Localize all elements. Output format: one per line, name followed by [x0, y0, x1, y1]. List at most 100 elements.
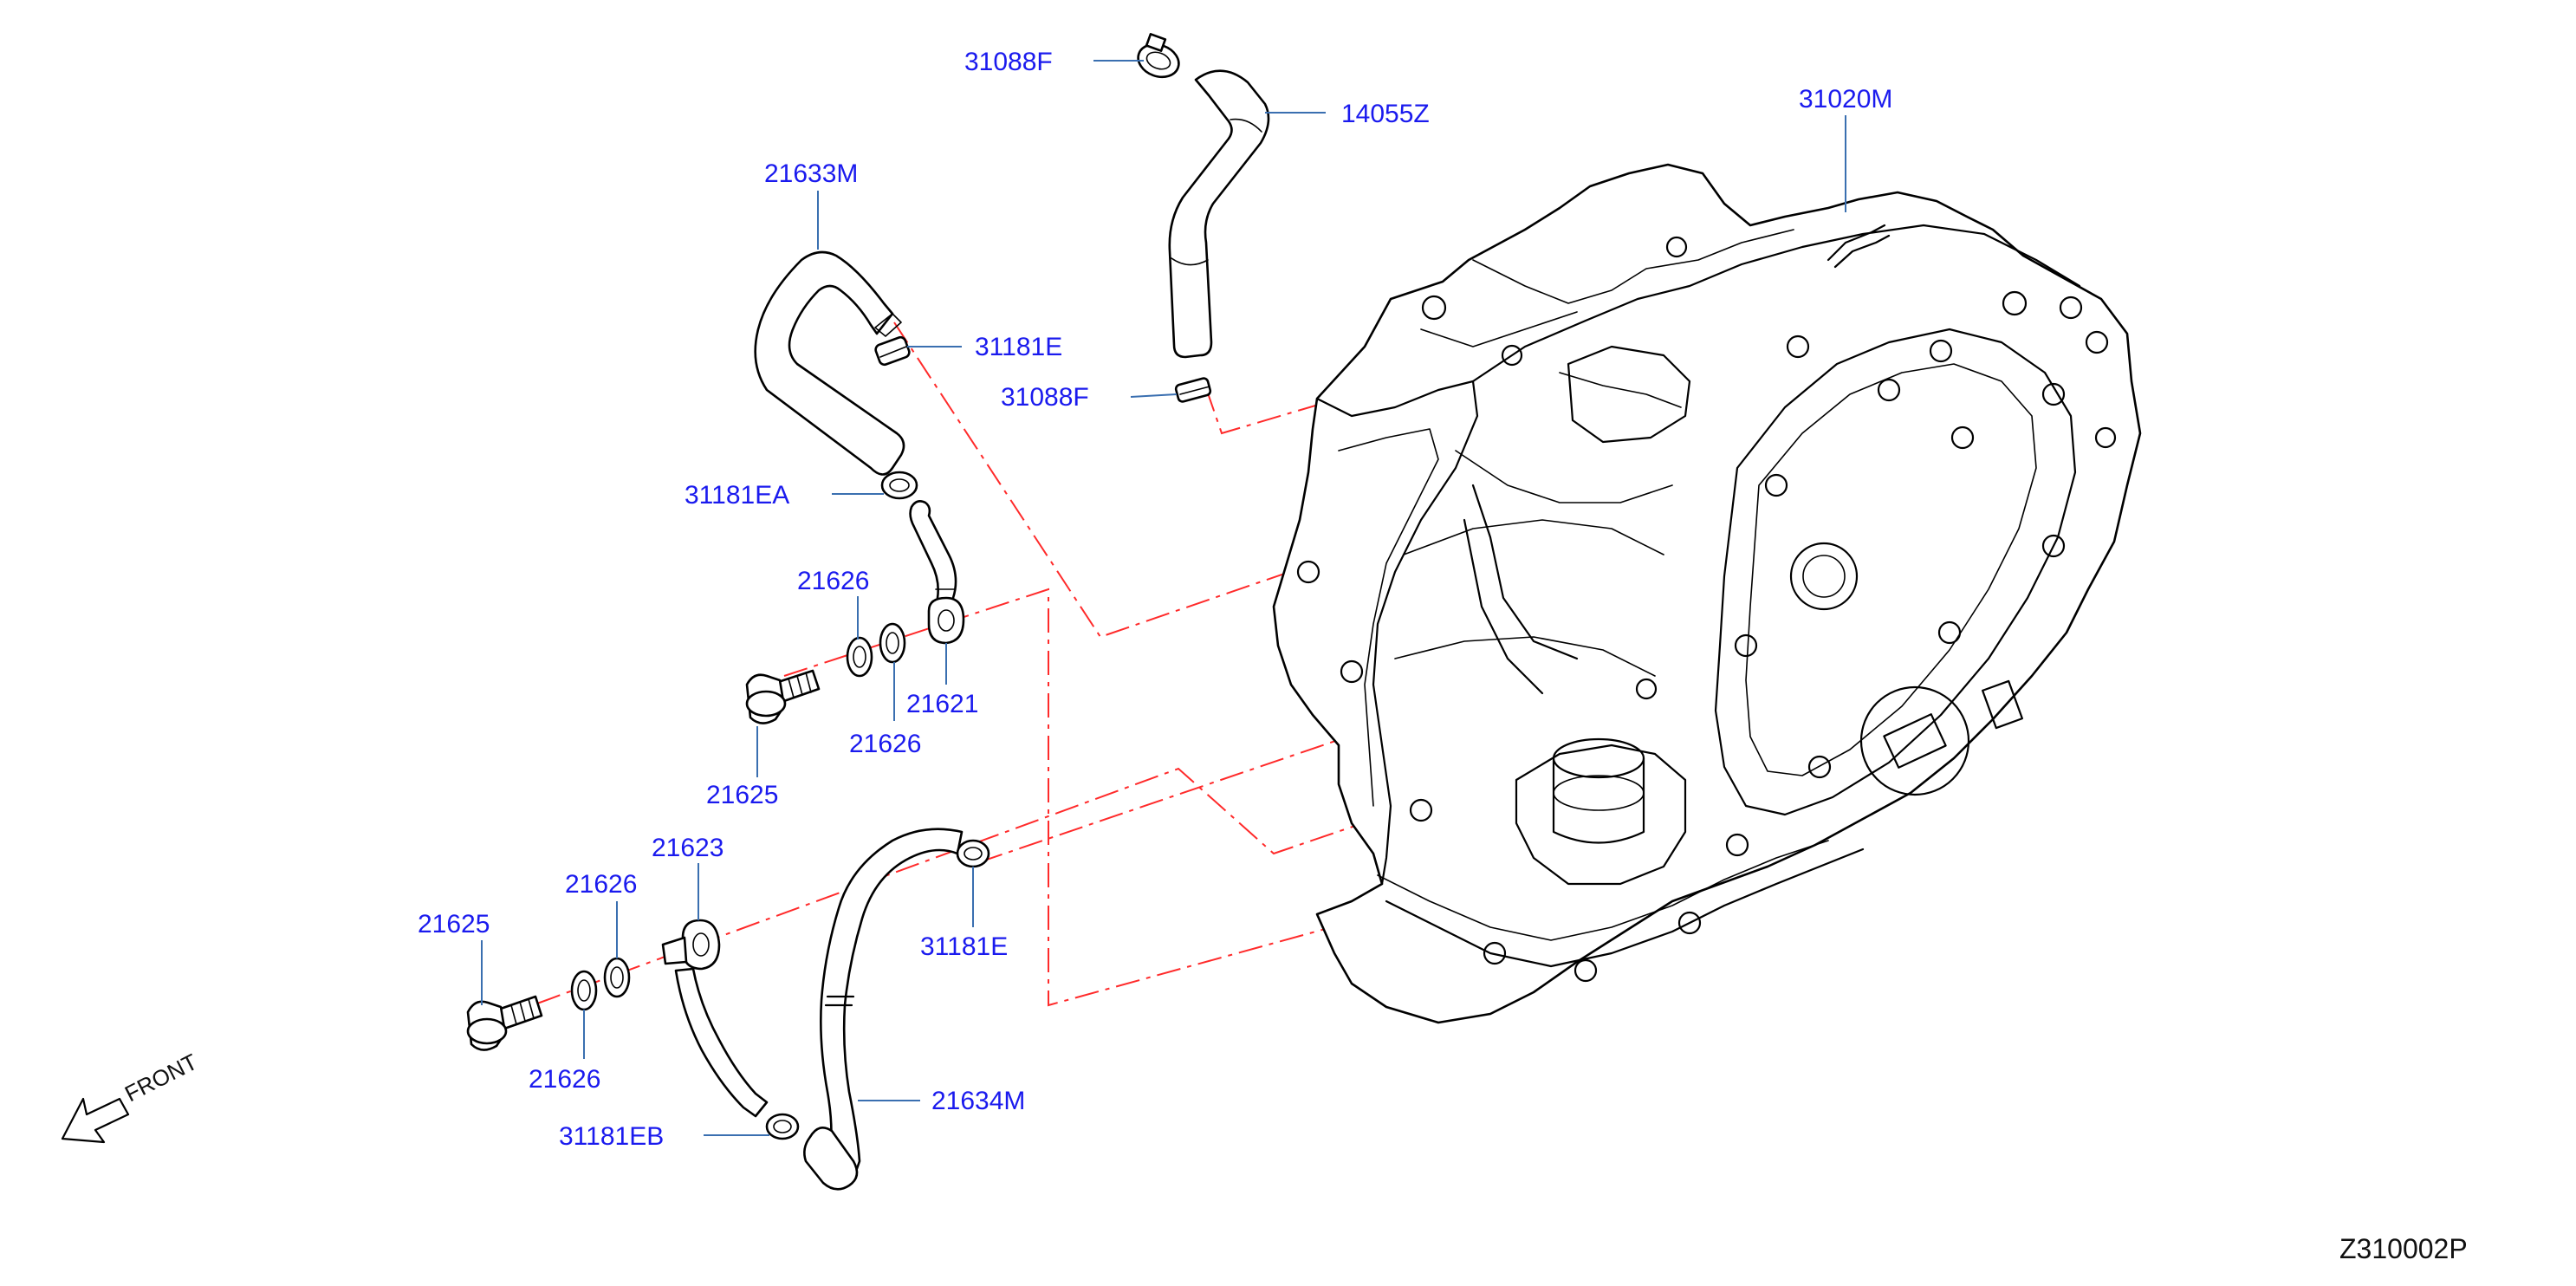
upper-bracket-arm: [1559, 372, 1682, 408]
washer-21626-b: [879, 622, 906, 664]
hose-21633m: [754, 250, 905, 476]
label-31181eb: 31181EB: [559, 1122, 664, 1151]
bolt-21625-a-thread: [788, 672, 812, 698]
tube-21623-eye: [681, 919, 721, 971]
clamp-31181e-bottom-inner: [964, 847, 983, 861]
washer-21626-d-hole: [577, 979, 591, 1002]
bolt-head: [1635, 678, 1658, 700]
leader-31088f-mid: [1130, 393, 1178, 398]
transmission-assembly: [1272, 163, 2142, 1024]
label-31181e-top: 31181E: [975, 333, 1062, 361]
label-21625-b: 21625: [418, 910, 490, 939]
clamp-31088f-top-tab: [1145, 33, 1167, 52]
hose-21634m-group: [803, 828, 990, 1191]
diagram-code: Z310002P: [2339, 1233, 2468, 1264]
bolt-head: [1937, 620, 1962, 645]
breather-pipe-2: [1833, 234, 1891, 269]
clamp-31181ea-inner: [889, 478, 910, 492]
label-21634m: 21634M: [931, 1087, 1025, 1115]
bolt-head: [1677, 911, 1702, 935]
label-21625-a: 21625: [706, 781, 778, 809]
hose-14055z-band-2: [1230, 118, 1262, 133]
label-31088f-top: 31088F: [964, 48, 1053, 76]
washer-21626-a-hole: [853, 646, 866, 668]
bolt-21625-b-flange: [466, 1017, 508, 1045]
bolt-head: [2059, 296, 2083, 320]
label-21626-a: 21626: [797, 567, 869, 595]
washer-21626-d: [570, 970, 598, 1011]
label-14055z: 14055Z: [1341, 100, 1430, 128]
hose-21633m-group: [754, 250, 965, 645]
washer-21626-c-hole: [610, 966, 624, 989]
tube-21621: [909, 500, 957, 621]
bolt-head: [2041, 534, 2066, 558]
label-31181e-bottom: 31181E: [920, 932, 1008, 961]
front-arrow-icon: [61, 1097, 130, 1144]
bolt-head: [2085, 330, 2109, 354]
label-21626-c: 21626: [565, 870, 637, 899]
bolt-head: [2041, 382, 2066, 406]
clamp-31181e-top-line: [879, 346, 907, 358]
bolt-head: [1734, 633, 1758, 658]
access-cover-plate: [1883, 713, 1947, 769]
label-21633m: 21633M: [764, 159, 858, 188]
label-31020m: 31020M: [1799, 85, 1892, 114]
bolt-head: [1340, 659, 1364, 684]
centerline-bolt-upper: [783, 588, 1474, 1007]
centerline-bolt-lower: [536, 767, 1465, 1004]
label-31181ea: 31181EA: [685, 481, 789, 510]
clamp-31181e-top: [874, 335, 911, 367]
bolt-head: [1764, 473, 1788, 497]
washer-21626-b-hole: [886, 632, 899, 654]
hose-14055z: [1168, 69, 1270, 359]
access-cover: [1859, 685, 1970, 796]
bolt-head: [1665, 236, 1688, 258]
output-boss-inner: [1802, 555, 1846, 598]
bolt-head: [1421, 295, 1447, 321]
side-cover: [1714, 328, 2077, 816]
breather-pipe: [1827, 224, 1886, 262]
hose-21634m: [808, 828, 964, 1180]
part-labels: 31088F 14055Z 31020M 21633M 31181E 31088…: [418, 48, 1892, 1151]
oil-pan-flange: [1377, 840, 1829, 941]
front-indicator: FRONT: [61, 1049, 202, 1144]
bolt-head: [2094, 426, 2117, 449]
clamp-31088f-top-inner: [1145, 51, 1171, 70]
tube-21621-eye: [927, 596, 965, 645]
front-label: FRONT: [120, 1049, 202, 1107]
clamp-31181ea: [880, 471, 918, 500]
washer-21626-a: [846, 636, 873, 678]
centerline-clamp-31088f: [1205, 363, 1457, 435]
case-top-edge: [1471, 224, 2081, 383]
leader-lines: [481, 60, 1846, 1136]
bolt-head: [1574, 958, 1598, 983]
upper-bracket: [1567, 345, 1691, 444]
bolt-21625-a-flange: [745, 690, 787, 718]
bell-housing-rim: [1315, 380, 1479, 886]
case-rib-2: [1420, 311, 1578, 347]
upper-bolt-group: [745, 622, 906, 724]
bolt-head: [1725, 833, 1749, 857]
bolt-head: [1296, 560, 1320, 584]
oil-pan: [1385, 848, 1865, 968]
case-bolts: [1296, 236, 2117, 983]
sensor-connector: [1981, 679, 2024, 730]
tube-21623: [674, 967, 769, 1118]
hose-14055z-band: [1171, 257, 1209, 266]
bell-housing-inner: [1338, 428, 1439, 807]
tube-21621-eye-hole: [938, 609, 955, 632]
lower-bolt-group: [466, 919, 800, 1140]
tube-21623-eye-hole: [692, 932, 710, 957]
bolt-head: [1950, 425, 1975, 450]
label-31088f-mid: 31088F: [1001, 383, 1089, 412]
bolt-head: [1929, 339, 1953, 363]
washer-21626-c: [603, 957, 631, 998]
clamp-31181eb-inner: [773, 1120, 792, 1133]
output-boss: [1789, 542, 1859, 611]
centerline-hose-21634m: [978, 723, 1387, 863]
bolt-head: [1786, 334, 1810, 359]
bolt-21625-b-thread: [510, 998, 535, 1025]
bolt-head: [1409, 798, 1433, 822]
valve-body: [1515, 744, 1687, 886]
